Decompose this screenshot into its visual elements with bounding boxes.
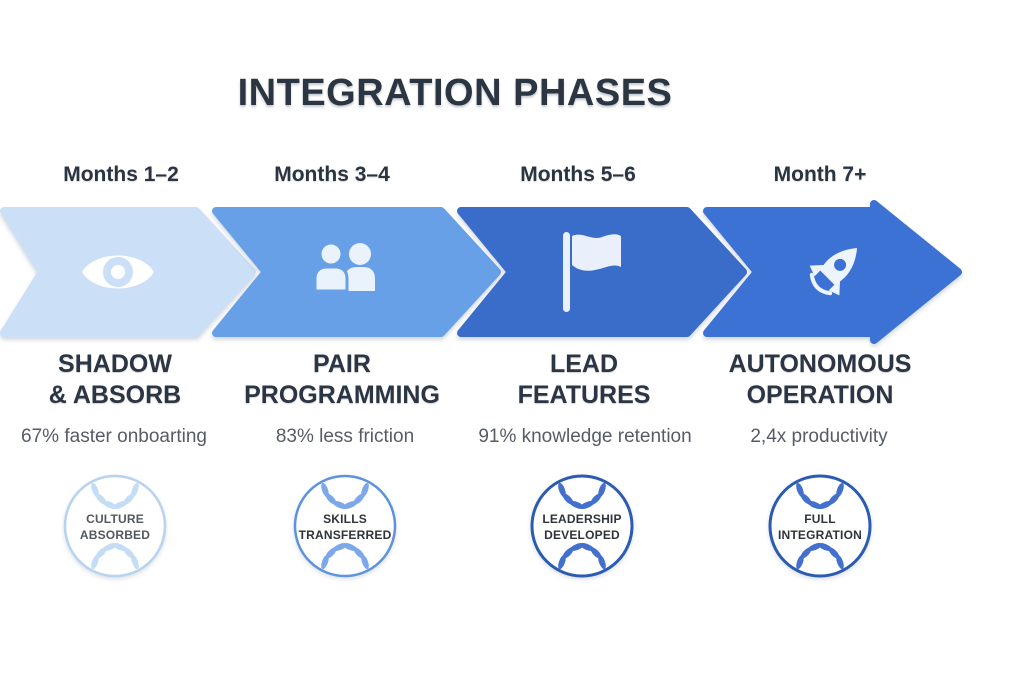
phase-1-badge: CULTURE ABSORBED [63, 474, 167, 578]
phase-2-name: PAIR PROGRAMMING [244, 350, 440, 409]
page-title: INTEGRATION PHASES [237, 72, 673, 114]
badge-text-line2: ABSORBED [80, 528, 150, 542]
badge-text-line1: FULL [804, 512, 835, 526]
phase-2-months: Months 3–4 [274, 163, 390, 186]
badge-text-line2: INTEGRATION [778, 528, 862, 542]
phase-1-months: Months 1–2 [63, 163, 179, 186]
phase-4-name: AUTONOMOUS OPERATION [728, 350, 912, 409]
phase-3-badge: LEADERSHIP DEVELOPED [530, 474, 634, 578]
eye-icon [82, 255, 154, 289]
phase-2-stat: 83% less friction [275, 426, 415, 447]
badge-text-line1: LEADERSHIP [542, 512, 621, 526]
phase-arrow-3 [457, 207, 747, 337]
rocket-icon [809, 247, 858, 296]
phase-arrow-band [0, 200, 962, 344]
badge-text-line1: SKILLS [323, 512, 367, 526]
phase-1-name: SHADOW & ABSORB [48, 350, 182, 409]
phase-3-stat: 91% knowledge retention [478, 426, 692, 447]
phase-4-stat: 2,4x productivity [750, 426, 888, 447]
phase-3-months: Months 5–6 [520, 163, 636, 186]
phase-2-badge: SKILLS TRANSFERRED [293, 474, 397, 578]
badge-text-line1: CULTURE [86, 512, 144, 526]
flag-icon [563, 232, 621, 312]
pair-people-icon [313, 241, 375, 293]
badge-text-line2: TRANSFERRED [299, 528, 392, 542]
phase-4-badge: FULL INTEGRATION [768, 474, 872, 578]
phase-1-stat: 67% faster onboarting [21, 426, 207, 447]
badge-text-line2: DEVELOPED [544, 528, 620, 542]
phase-4-months: Month 7+ [773, 163, 867, 186]
phase-3-name: LEAD FEATURES [517, 350, 651, 409]
